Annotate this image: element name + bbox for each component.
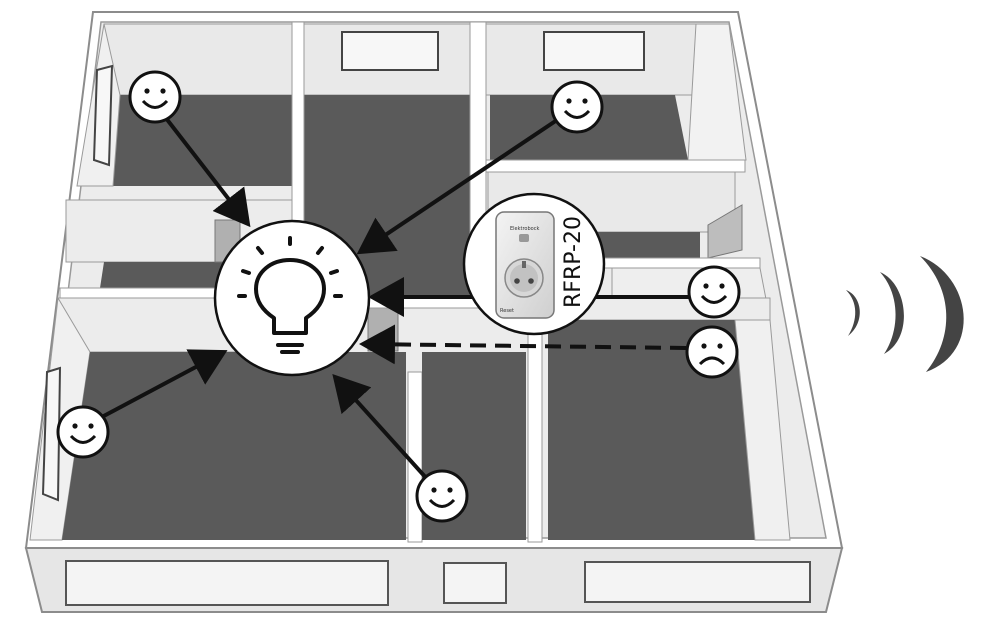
- link-sensor-top-right: [356, 116, 562, 255]
- front-door: [443, 562, 507, 604]
- signal-wave-medium: [880, 272, 904, 354]
- wireless-signal-icon: [846, 256, 964, 372]
- link-sensor-top-left: [160, 111, 251, 228]
- device-brand: Elektrobock: [510, 226, 539, 232]
- link-sensor-bottom-center: [332, 374, 430, 482]
- sensor-top-left-happy-icon: [128, 70, 182, 124]
- link-sensor-right-sad: [359, 324, 687, 365]
- room-bottom-right-sidewall: [734, 319, 791, 541]
- sensor-top-right-happy-icon: [550, 80, 604, 134]
- device-led: [519, 234, 529, 242]
- repeater-device: Elektrobock Reset: [495, 211, 555, 319]
- window-bottom-left-side: [41, 366, 62, 502]
- room-top-right-sidewall: [687, 23, 747, 161]
- signal-wave-large: [920, 256, 964, 372]
- front-window-right: [584, 561, 811, 603]
- window-top-left-side: [92, 64, 114, 167]
- wall-h-right-1: [484, 159, 746, 173]
- repeater-label: RFRP-20: [561, 216, 586, 308]
- room-bottom-left-floor: [62, 352, 406, 540]
- sensor-bottom-center-happy-icon: [415, 469, 469, 523]
- device-button-label: Reset: [500, 308, 514, 314]
- sensor-left-happy-icon: [56, 405, 110, 459]
- sensors: [56, 70, 741, 523]
- link-sensor-left: [99, 349, 228, 420]
- sensor-right-sad-icon: [685, 325, 739, 379]
- window-top-right: [543, 31, 645, 71]
- hub: [213, 219, 371, 377]
- lightbulb-icon: [237, 236, 343, 354]
- front-window-left: [65, 560, 389, 606]
- door-mid-right: [707, 204, 743, 259]
- signal-wave-small: [846, 290, 860, 336]
- window-top-mid: [341, 31, 439, 71]
- sensor-right-happy-icon: [687, 265, 741, 319]
- repeater-node: Elektrobock Reset RFRP-20: [462, 192, 606, 336]
- wall-v-bottom-mid: [407, 371, 423, 543]
